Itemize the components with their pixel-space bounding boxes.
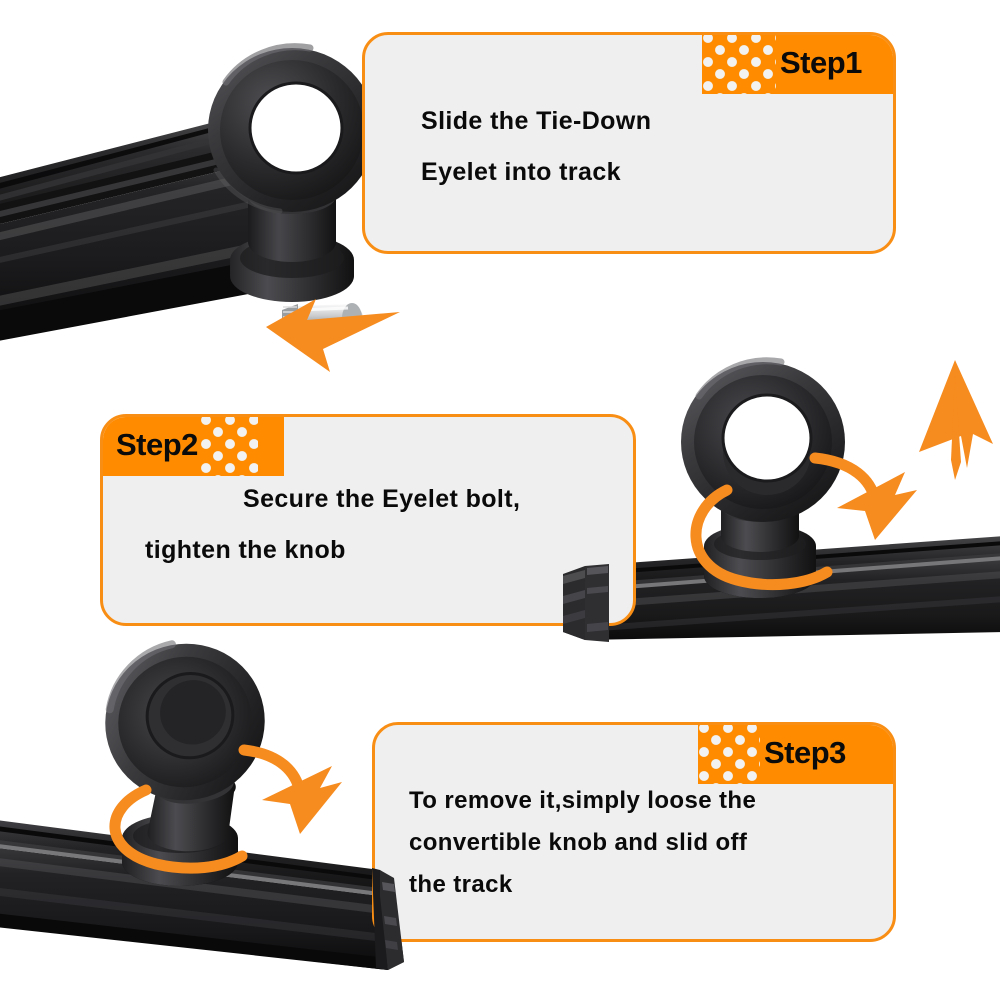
step1-callout-card: Step1 Slide the Tie-Down Eyelet into tra… [362,32,896,254]
step3-illustration [0,640,420,970]
step1-illustration [0,20,400,390]
step1-text-block: Slide the Tie-Down Eyelet into track [365,107,893,187]
step2-text-block: Secure the Eyelet bolt, tighten the knob [103,485,633,565]
step2-callout-card: Step2 Secure the Eyelet bolt, tighten th… [100,414,636,626]
step2-badge: Step2 [103,417,284,476]
step2-line-2: tighten the knob [145,536,346,564]
step1-line-1: Slide the Tie-Down [421,107,652,135]
step3-badge-label: Step3 [764,735,846,770]
step3-badge: Step3 [698,725,893,784]
step3-callout-card: Step3 To remove it,simply loose the conv… [372,722,896,942]
badge-dot-pattern [698,725,760,784]
step1-badge: Step1 [702,35,893,94]
rotate-knob-arrow [690,452,917,591]
step1-line-2: Eyelet into track [421,158,621,186]
tie-down-eyelet [208,43,376,302]
step2-badge-label: Step2 [116,427,198,462]
step1-badge-label: Step1 [780,45,862,80]
tie-down-eyelet [105,640,265,886]
badge-dot-pattern [702,35,776,94]
rotate-knob-arrow [109,744,342,874]
step3-line-3: the track [409,871,513,898]
step3-text-block: To remove it,simply loose the convertibl… [375,787,893,899]
lift-up-arrow [919,360,993,480]
step3-line-1: To remove it,simply loose the [409,787,757,814]
step2-illustration [563,340,1000,660]
slide-direction-arrow [266,299,400,372]
step3-line-2: convertible knob and slid off [409,829,748,856]
step2-line-1: Secure the Eyelet bolt, [243,485,521,513]
badge-dot-pattern [199,417,258,476]
